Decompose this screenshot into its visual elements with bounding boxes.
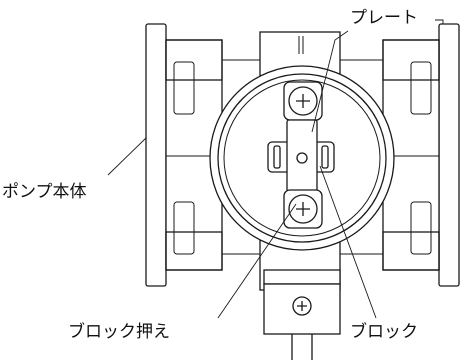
block-assembly <box>267 119 335 197</box>
lower-screw <box>283 189 323 229</box>
label-block: ブロック <box>350 322 418 342</box>
upper-screw <box>283 81 323 121</box>
right-pump-body <box>382 23 460 287</box>
bottom-bracket <box>263 269 341 360</box>
label-plate: プレート <box>350 8 418 28</box>
label-pump-body: ポンプ本体 <box>2 182 87 202</box>
leader-lines <box>107 19 444 319</box>
label-block-holder: ブロック押え <box>68 322 170 342</box>
cross-rails <box>222 59 383 255</box>
